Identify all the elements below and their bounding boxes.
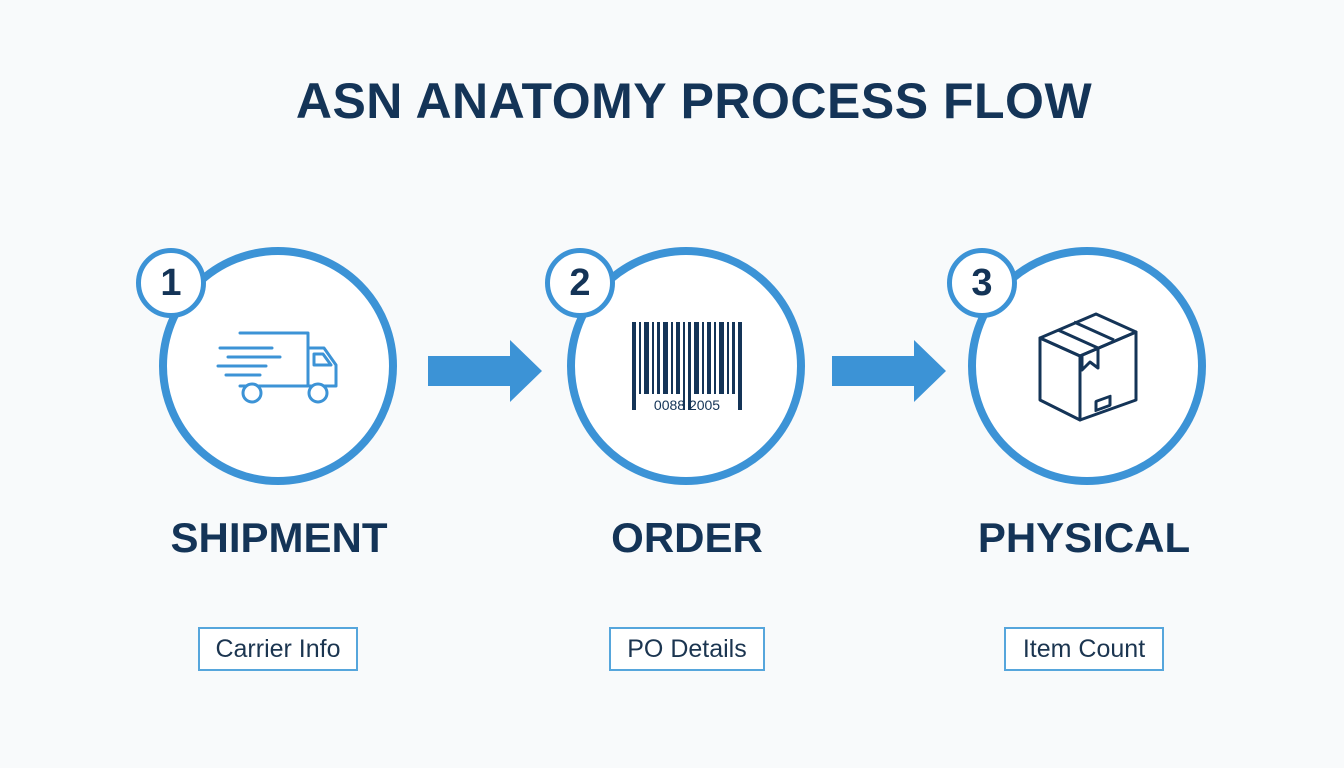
step-2-number-badge: 2 <box>545 248 615 318</box>
step-3-number-badge: 3 <box>947 248 1017 318</box>
step-2-tag: PO Details <box>609 627 765 671</box>
barcode-icon: 0088 2005 <box>632 322 742 413</box>
package-box-icon <box>1038 312 1138 422</box>
step-3-label: PHYSICAL <box>977 514 1191 561</box>
flow-arrow-1-to-2 <box>428 340 542 402</box>
flow-arrow-2-to-3 <box>832 340 946 402</box>
delivery-truck-icon <box>216 331 338 404</box>
step-1-number-badge: 1 <box>136 248 206 318</box>
barcode-number: 0088 2005 <box>654 397 720 413</box>
step-1-tag: Carrier Info <box>198 627 358 671</box>
step-2-label: ORDER <box>611 514 763 561</box>
step-1-label: SHIPMENT <box>170 514 388 561</box>
diagram-title: ASN ANATOMY PROCESS FLOW <box>295 73 1093 129</box>
step-3-tag: Item Count <box>1004 627 1164 671</box>
